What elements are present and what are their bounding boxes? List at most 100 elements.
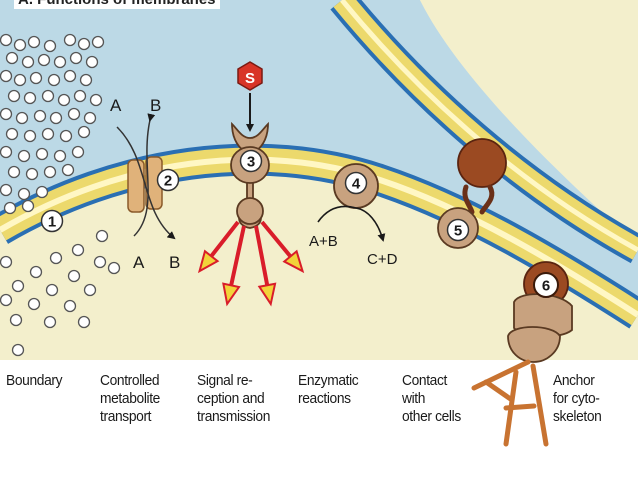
caption-boundary: Boundary (6, 372, 63, 390)
signal-arrow-head (197, 249, 220, 274)
particle (37, 53, 51, 67)
particle (67, 107, 81, 121)
particle (71, 243, 85, 257)
particle (83, 111, 97, 125)
signal-molecule (237, 61, 263, 91)
marker-number: 1 (48, 214, 56, 231)
particle (63, 33, 77, 47)
particle (23, 129, 37, 143)
transport-label-b-bottom: B (169, 253, 180, 272)
particle (0, 293, 13, 307)
caption-line: reactions (298, 390, 351, 407)
particle (11, 279, 25, 293)
marker-number: 2 (164, 173, 172, 190)
particle (29, 265, 43, 279)
caption-signal: Signal re- ception and transmission (197, 372, 270, 426)
caption-transport: Controlled metabolite transport (100, 372, 160, 426)
particle (59, 129, 73, 143)
figure-title: A. Functions of membranes (14, 0, 220, 9)
particle (43, 165, 57, 179)
particle (15, 111, 29, 125)
particle (0, 107, 13, 121)
particle (5, 51, 19, 65)
particle (85, 55, 99, 69)
caption-line: with (402, 390, 426, 407)
particle (69, 51, 83, 65)
marker-3: 3 (239, 149, 263, 173)
particle (45, 283, 59, 297)
caption-line: skeleton (553, 408, 602, 425)
particle (77, 37, 91, 51)
marker-number: 6 (542, 278, 550, 295)
particle (95, 229, 109, 243)
particle (63, 299, 77, 313)
particle (77, 315, 91, 329)
particle (73, 89, 87, 103)
marker-number: 4 (352, 176, 361, 193)
particle (23, 91, 37, 105)
particle (0, 69, 13, 83)
particle (49, 111, 63, 125)
caption-contact: Contact with other cells (402, 372, 461, 426)
particle (89, 93, 103, 107)
transport-label-b-top: B (150, 96, 161, 115)
caption-line: Controlled (100, 372, 160, 389)
particle (63, 69, 77, 83)
caption-anchor: Anchor for cyto- skeleton (553, 372, 602, 426)
particle (53, 149, 67, 163)
particle (0, 255, 13, 269)
particle (67, 269, 81, 283)
particle (17, 149, 31, 163)
particle (53, 55, 67, 69)
particle (93, 255, 107, 269)
marker-number: 5 (454, 223, 462, 240)
caption-line: Signal re- (197, 372, 253, 389)
marker-6: 6 (533, 272, 559, 298)
signal-molecule-label: S (245, 70, 255, 87)
particle (57, 93, 71, 107)
caption-line: transmission (197, 408, 271, 425)
particle (21, 55, 35, 69)
particle (5, 127, 19, 141)
particle (91, 35, 105, 49)
particle (7, 165, 21, 179)
transport-arrow-b (133, 113, 156, 237)
caption-line: for cyto- (553, 390, 600, 407)
particle (13, 38, 27, 52)
particle (27, 297, 41, 311)
marker-4: 4 (344, 171, 368, 195)
intracellular-particles (0, 229, 121, 357)
particle (35, 185, 49, 199)
particle (25, 167, 39, 181)
signal-arrow-head (222, 282, 241, 307)
particle (9, 313, 23, 327)
particle (79, 73, 93, 87)
cytoskeleton-filaments (471, 359, 549, 447)
particle (107, 261, 121, 275)
particle (41, 89, 55, 103)
particle (11, 343, 25, 357)
marker-5: 5 (446, 218, 470, 242)
particle (49, 251, 63, 265)
particle (43, 315, 57, 329)
cytoskeleton-anchor (471, 261, 573, 447)
particle (47, 73, 61, 87)
particle (17, 187, 31, 201)
reaction-arrow (317, 205, 386, 242)
signal-arrow-head (282, 249, 305, 274)
marker-1: 1 (40, 209, 64, 233)
caption-line: ception and (197, 390, 265, 407)
particle (21, 199, 35, 213)
particle (61, 163, 75, 177)
transport-label-a-bottom: A (133, 253, 145, 272)
caption-line: transport (100, 408, 152, 425)
particle (33, 109, 47, 123)
transport-protein: A B A B (110, 96, 180, 272)
caption-line: Contact (402, 372, 447, 389)
marker-number: 3 (247, 154, 255, 171)
particle (0, 145, 13, 159)
number-markers: 1 2 3 4 5 6 (40, 149, 559, 298)
reaction-substrate: A+B (309, 233, 338, 250)
particle (35, 147, 49, 161)
